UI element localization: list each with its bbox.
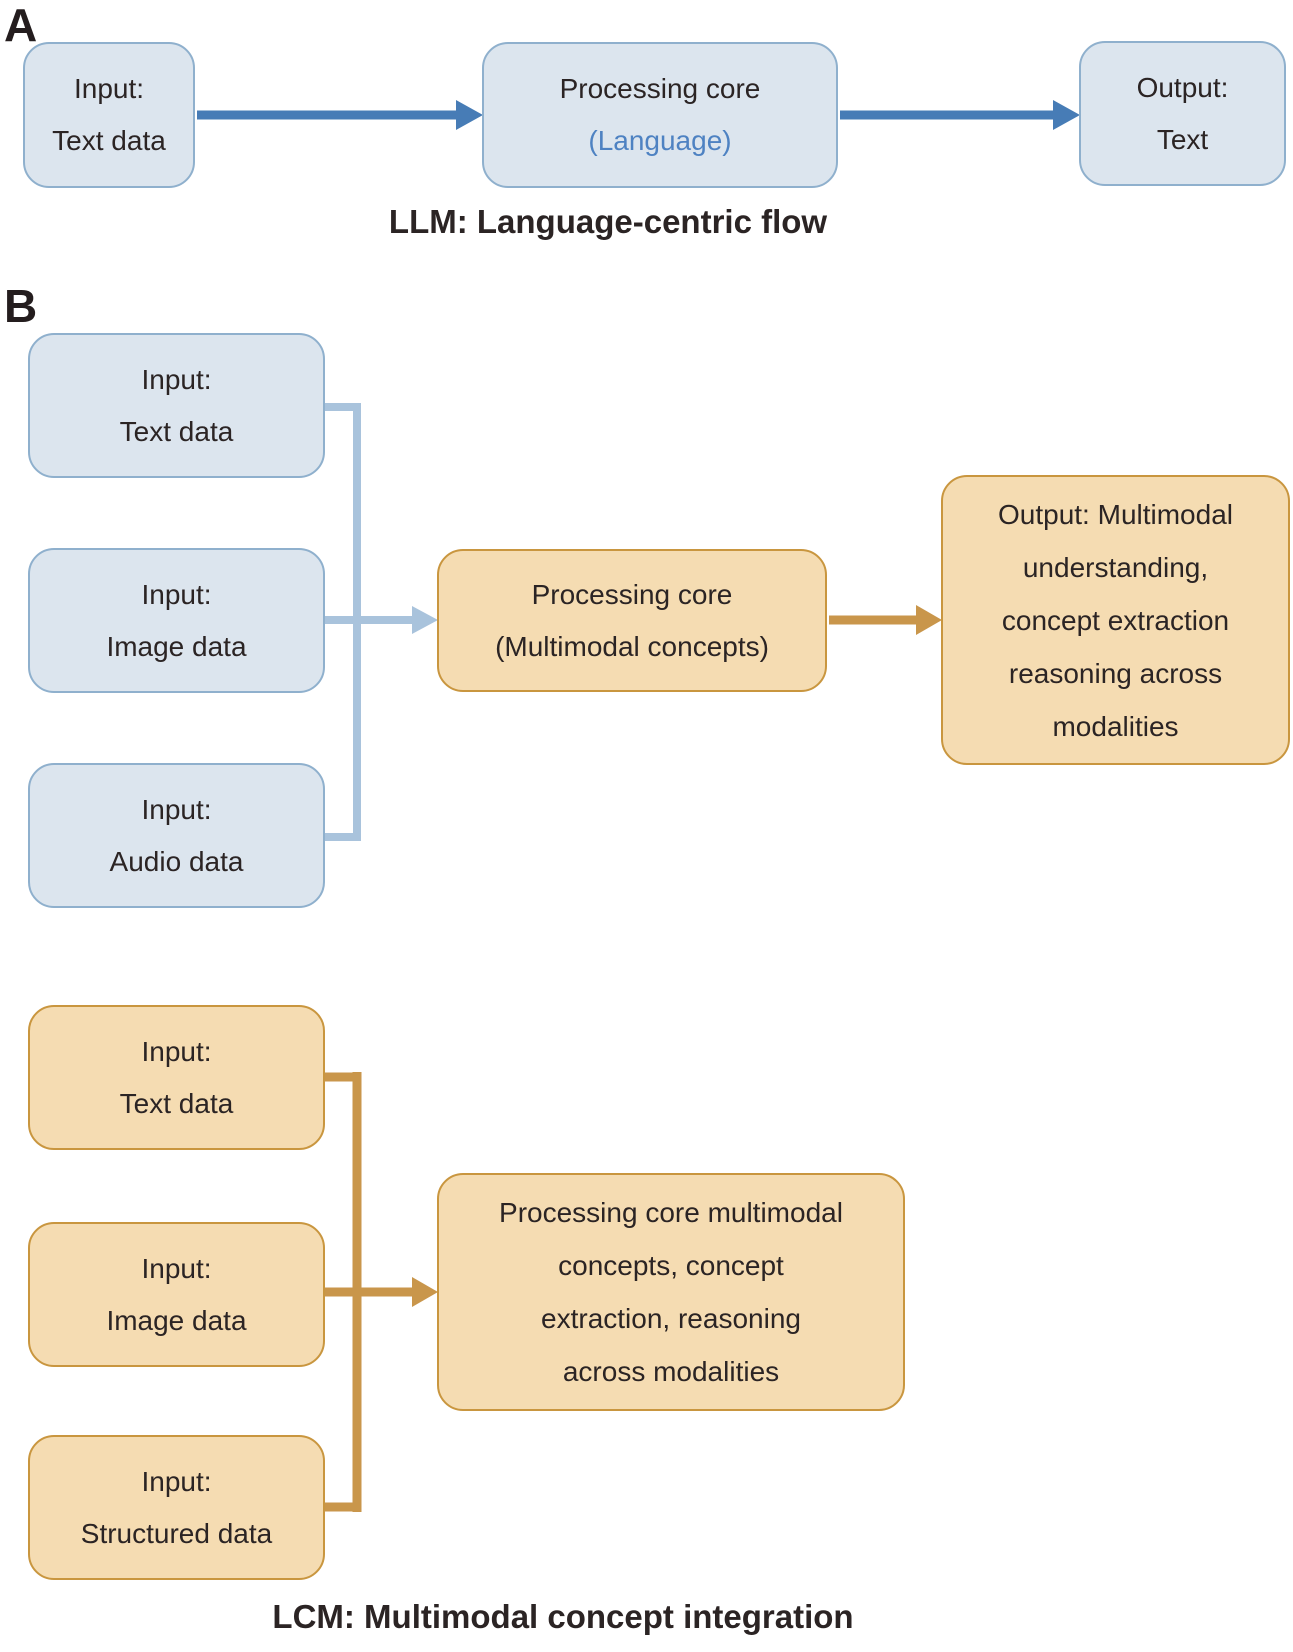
box-b-lower-input-text: Input: Text data	[28, 1005, 325, 1150]
box-a-input-text-line2: Text data	[52, 125, 166, 156]
box-a-core-line2: (Language)	[588, 125, 732, 156]
arrow-b-upper-core-to-output	[829, 605, 942, 635]
box-b-lower-input-structured-line1: Input:	[141, 1465, 212, 1497]
arrow-a-core-to-output	[840, 100, 1080, 130]
box-b-upper-output-line1: Output: Multimodal	[998, 498, 1233, 530]
box-b-lower-input-text-line2: Text data	[119, 1087, 234, 1119]
box-b-upper-input-audio-line2: Audio data	[109, 845, 244, 877]
box-b-lower-core-line1: Processing core multimodal	[499, 1197, 843, 1228]
box-b-lower-input-structured-line2: Structured data	[80, 1517, 273, 1549]
connector-b-upper-bus	[325, 403, 438, 841]
box-b-upper-input-text-line2: Text data	[119, 415, 234, 447]
box-b-upper-output-line2: understanding,	[1022, 551, 1209, 583]
box-b-upper-output-line4: reasoning across	[1008, 657, 1223, 689]
box-a-processing-core: Processing core (Language)	[482, 42, 838, 188]
box-b-lower-input-structured: Input: Structured data	[28, 1435, 325, 1580]
arrow-a-input-to-core	[197, 100, 483, 130]
box-a-output-text: Output: Text	[1079, 41, 1286, 186]
caption-lcm: LCM: Multimodal concept integration	[272, 1598, 854, 1635]
box-b-upper-input-image: Input: Image data	[28, 548, 325, 693]
box-b-lower-input-image: Input: Image data	[28, 1222, 325, 1367]
box-a-output-line1: Output:	[1136, 71, 1229, 103]
panel-b-label: B	[4, 280, 38, 332]
panel-a-label: A	[4, 0, 38, 51]
box-b-upper-output: Output: Multimodal understanding, concep…	[941, 475, 1290, 765]
box-b-lower-input-image-line1: Input:	[141, 1252, 212, 1284]
box-b-upper-input-audio: Input: Audio data	[28, 763, 325, 908]
box-b-lower-core-line3: extraction, reasoning	[541, 1303, 801, 1334]
box-b-lower-input-image-line2: Image data	[106, 1304, 247, 1336]
box-b-upper-input-audio-line1: Input:	[141, 793, 212, 825]
box-b-upper-processing-core: Processing core (Multimodal concepts)	[437, 549, 827, 692]
caption-llm: LLM: Language-centric flow	[388, 203, 828, 240]
box-b-upper-output-line3: concept extraction	[1001, 604, 1230, 636]
box-b-lower-processing-core: Processing core multimodal concepts, con…	[437, 1173, 905, 1411]
box-a-input-text: Input: Text data	[23, 42, 195, 188]
box-b-upper-input-text-line1: Input:	[141, 363, 212, 395]
box-b-upper-input-image-line2: Image data	[106, 630, 247, 662]
box-b-upper-input-text: Input: Text data	[28, 333, 325, 478]
box-b-upper-core-line1: Processing core	[531, 578, 733, 610]
box-b-lower-core-line4: across modalities	[562, 1356, 780, 1387]
box-a-output-line2: Text	[1156, 123, 1209, 155]
box-b-lower-input-text-line1: Input:	[141, 1035, 212, 1067]
box-a-core-line1: Processing core	[559, 73, 761, 104]
box-b-lower-core-line2: concepts, concept	[558, 1250, 784, 1281]
box-b-upper-output-line5: modalities	[1052, 710, 1179, 742]
box-b-upper-core-line2: (Multimodal concepts)	[495, 630, 769, 662]
box-b-upper-input-image-line1: Input:	[141, 578, 212, 610]
connector-b-lower-bus	[325, 1072, 438, 1512]
box-a-input-text-line1: Input:	[73, 73, 145, 104]
